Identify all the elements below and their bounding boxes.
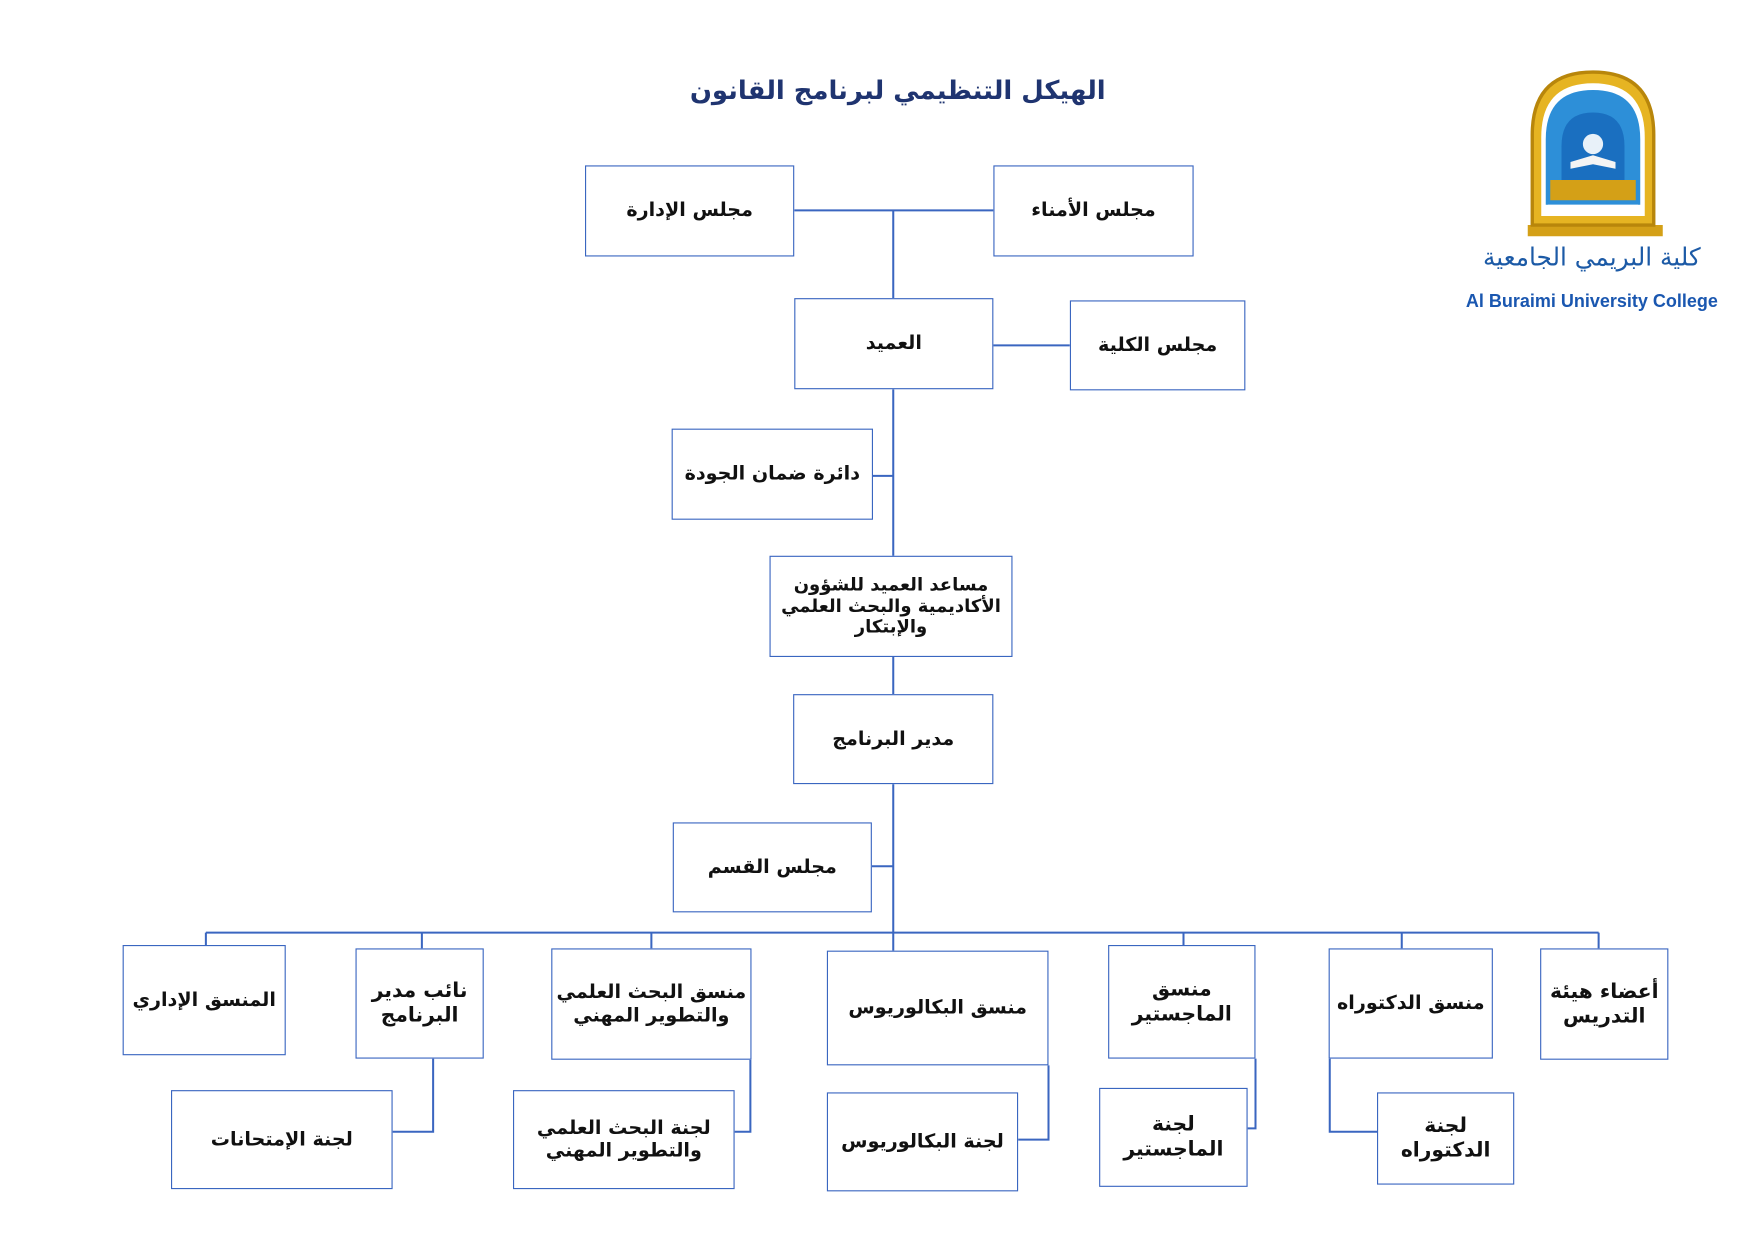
node-board-of-directors: مجلس الإدارة bbox=[585, 165, 795, 257]
logo-english-name: Al Buraimi University College bbox=[1465, 292, 1718, 312]
connector-research bbox=[734, 1059, 752, 1133]
node-phd-coordinator: منسق الدكتوراه bbox=[1328, 948, 1493, 1059]
chart-title: الهيكل التنظيمي لبرنامج القانون bbox=[689, 76, 1106, 106]
node-board-of-trustees: مجلس الأمناء bbox=[993, 165, 1194, 257]
node-dean: العميد bbox=[794, 298, 994, 390]
node-exams-committee: لجنة الإمتحانات bbox=[171, 1090, 393, 1190]
node-quality-assurance: دائرة ضمان الجودة bbox=[671, 428, 873, 520]
node-assistant-dean: مساعد العميد للشؤون الأكاديمية والبحث ال… bbox=[769, 555, 1013, 657]
connector-director-down bbox=[871, 784, 895, 933]
connector-deputy-exams bbox=[392, 1058, 435, 1133]
node-bachelor-coordinator: منسق البكالوريوس bbox=[826, 950, 1049, 1066]
node-deputy-director: نائب مدير البرنامج bbox=[355, 948, 484, 1059]
college-logo-seal bbox=[1527, 70, 1663, 237]
node-master-committee: لجنة الماجستير bbox=[1099, 1087, 1248, 1187]
node-admin-coordinator: المنسق الإداري bbox=[122, 945, 286, 1056]
node-faculty-members: أعضاء هيئة التدريس bbox=[1540, 948, 1669, 1060]
node-program-director: مدير البرنامج bbox=[793, 694, 994, 785]
connector-bachelor bbox=[1018, 1065, 1050, 1141]
node-bachelor-committee: لجنة البكالوريوس bbox=[826, 1092, 1019, 1192]
connector-drops bbox=[204, 932, 1600, 951]
node-department-council: مجلس القسم bbox=[672, 822, 872, 913]
node-research-coordinator: منسق البحث العلمي والتطوير المهني bbox=[551, 948, 752, 1060]
connector-master bbox=[1247, 1058, 1257, 1130]
connector-dean-down bbox=[873, 389, 895, 562]
node-master-coordinator: منسق الماجستير bbox=[1108, 945, 1256, 1059]
logo-arabic-name: كلية البريمي الجامعية bbox=[1483, 244, 1701, 273]
connector-top-councils bbox=[794, 209, 994, 299]
connector-phd bbox=[1328, 1058, 1377, 1133]
node-college-council: مجلس الكلية bbox=[1069, 300, 1246, 391]
node-phd-committee: لجنة الدكتوراه bbox=[1377, 1092, 1515, 1185]
node-research-committee: لجنة البحث العلمي والتطوير المهني bbox=[513, 1090, 735, 1190]
